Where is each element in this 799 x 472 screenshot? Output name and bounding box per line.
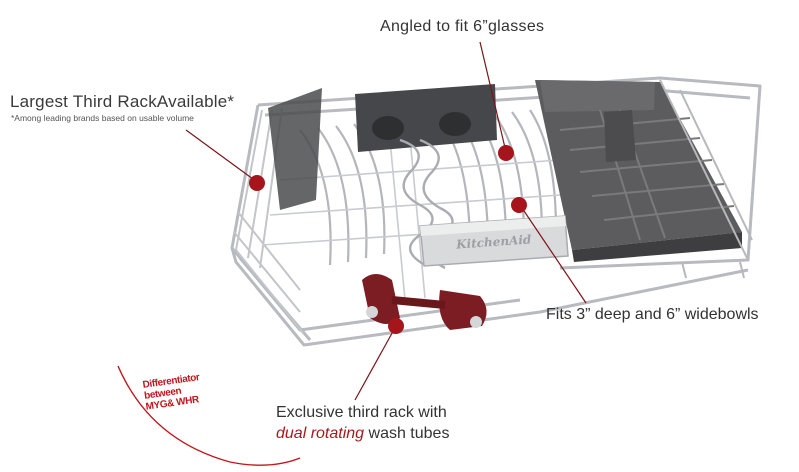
- leader-bowls: [519, 204, 587, 304]
- rack-right-wall: [659, 79, 753, 279]
- wash-tubes: [362, 274, 487, 330]
- callout-dual-rotating: dual rotating: [276, 425, 365, 442]
- red-dot-icon: [388, 318, 404, 334]
- kitchenaid-logo: KitchenAid: [455, 232, 533, 251]
- cutlery-tray: [535, 80, 742, 262]
- left-side-panel: [268, 88, 322, 210]
- leader-glasses: [479, 41, 507, 153]
- callout-markers: [249, 145, 527, 334]
- red-dot-icon: [249, 175, 265, 191]
- callout-footnote: *Among leading brands based on usable vo…: [11, 113, 194, 123]
- callout-exclusive-line1: Exclusive third rack with: [276, 404, 447, 421]
- leader-exclusive: [354, 325, 397, 401]
- kitchenaid-handle: [419, 215, 569, 267]
- red-dot-icon: [498, 145, 514, 161]
- leader-lines: [185, 41, 587, 401]
- rack-floor: [261, 137, 561, 301]
- callout-wash-tubes: wash tubes: [364, 425, 450, 442]
- handwritten-arrow: [117, 365, 301, 466]
- callout-bowls: Fits 3” deep and 6” widebowls: [546, 306, 759, 323]
- leader-largest: [185, 129, 258, 183]
- callout-largest-rack: Largest Third RackAvailable*: [10, 92, 235, 111]
- callout-glasses: Angled to fit 6”glasses: [380, 18, 545, 35]
- red-dot-icon: [511, 197, 527, 213]
- callout-exclusive-line2: dual rotating wash tubes: [276, 425, 449, 443]
- glass-holder: [355, 84, 497, 152]
